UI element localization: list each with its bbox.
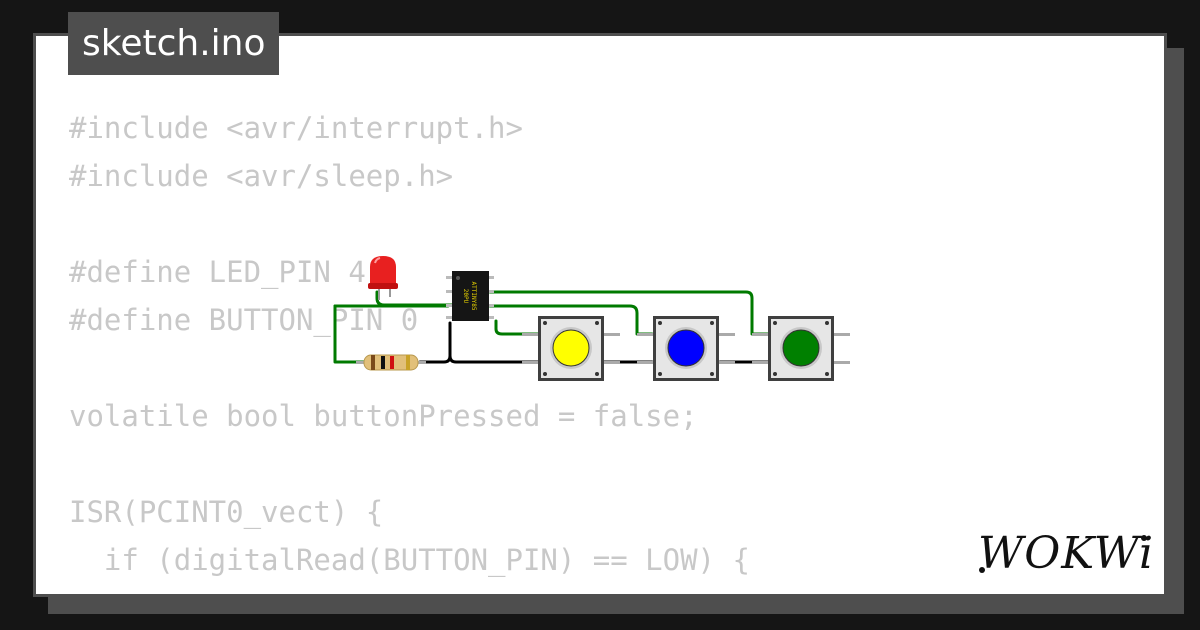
code-line: buttonPressed = true; — [69, 584, 750, 594]
code-line: ISR(PCINT0_vect) { — [69, 495, 384, 529]
code-line: volatile bool buttonPressed = false; — [69, 399, 698, 433]
code-line: #include <avr/interrupt.h> — [69, 111, 523, 145]
wire-green — [494, 319, 540, 336]
chip-sublabel: 20PU — [462, 289, 469, 304]
code-line: if (digitalRead(BUTTON_PIN) == LOW) { — [69, 543, 750, 577]
pushbutton-yellow[interactable] — [522, 316, 620, 381]
resistor[interactable] — [356, 354, 426, 371]
wire-black — [418, 321, 452, 364]
blue-button-cap[interactable] — [667, 329, 705, 367]
code-line: #include <avr/sleep.h> — [69, 159, 454, 193]
led-red[interactable] — [368, 256, 398, 300]
attiny85-chip[interactable]: ATTINY85 20PU — [446, 271, 494, 321]
file-tab[interactable]: sketch.ino — [68, 12, 280, 75]
wokwi-logo: WOKWi — [978, 528, 1151, 576]
code-block: #include <avr/interrupt.h> #include <avr/… — [69, 104, 750, 594]
code-line: #define LED_PIN 4 — [69, 255, 366, 289]
pushbutton-green[interactable] — [752, 316, 850, 381]
wire-green — [488, 290, 770, 336]
wire-green — [488, 304, 654, 336]
green-button-cap[interactable] — [782, 329, 820, 367]
chip-label: ATTINY85 — [470, 282, 477, 311]
wokwi-logo-text: WOKWi — [978, 528, 1151, 576]
yellow-button-cap[interactable] — [552, 329, 590, 367]
wire-green — [333, 304, 368, 364]
code-card: #include <avr/interrupt.h> #include <avr/… — [33, 33, 1167, 597]
pushbutton-blue[interactable] — [637, 316, 735, 381]
code-line: #define BUTTON_PIN 0 — [69, 303, 419, 337]
wire-black — [448, 354, 540, 364]
wire-green — [375, 290, 454, 307]
